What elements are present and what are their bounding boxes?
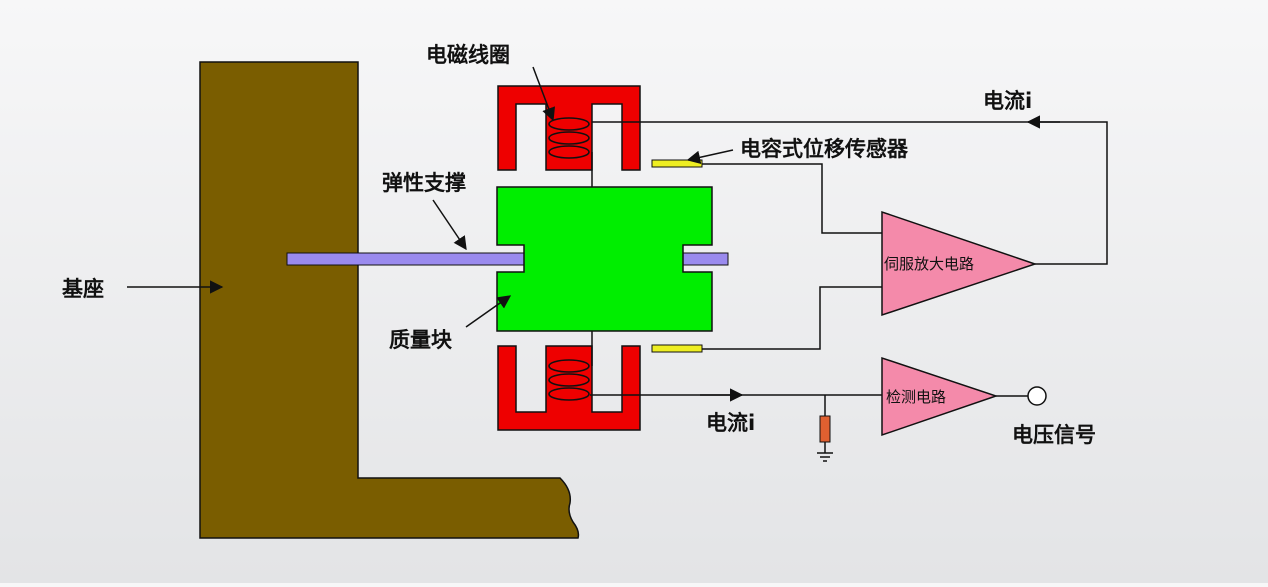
output-terminal bbox=[1027, 386, 1047, 406]
resistor bbox=[819, 415, 831, 443]
label-voltage-signal: 电压信号 bbox=[1012, 423, 1096, 447]
label-current-bottom: 电流i bbox=[706, 411, 755, 435]
label-base: 基座 bbox=[62, 277, 104, 301]
sensor-plate-top bbox=[651, 159, 703, 168]
wiring bbox=[590, 121, 1108, 453]
detect-circuit-amplifier bbox=[881, 356, 999, 437]
label-servo-amp: 伺服放大电路 bbox=[884, 255, 974, 273]
label-detect-circuit: 检测电路 bbox=[886, 388, 946, 406]
sensor-plate-bottom bbox=[651, 344, 703, 353]
mass-block bbox=[496, 186, 713, 332]
top-coil bbox=[548, 117, 590, 159]
label-current-top: 电流i bbox=[983, 89, 1032, 113]
label-capacitive-sensor: 电容式位移传感器 bbox=[740, 137, 909, 161]
elastic-rod-right bbox=[679, 252, 729, 266]
label-coil: 电磁线圈 bbox=[426, 43, 510, 67]
label-elastic-support: 弹性支撑 bbox=[382, 171, 466, 195]
servo-amplifier bbox=[881, 210, 1038, 317]
bottom-coil bbox=[548, 359, 590, 401]
label-mass-block: 质量块 bbox=[389, 328, 453, 352]
base-body bbox=[199, 61, 580, 539]
ground-symbol bbox=[817, 452, 833, 462]
elastic-rod-left bbox=[286, 252, 525, 266]
